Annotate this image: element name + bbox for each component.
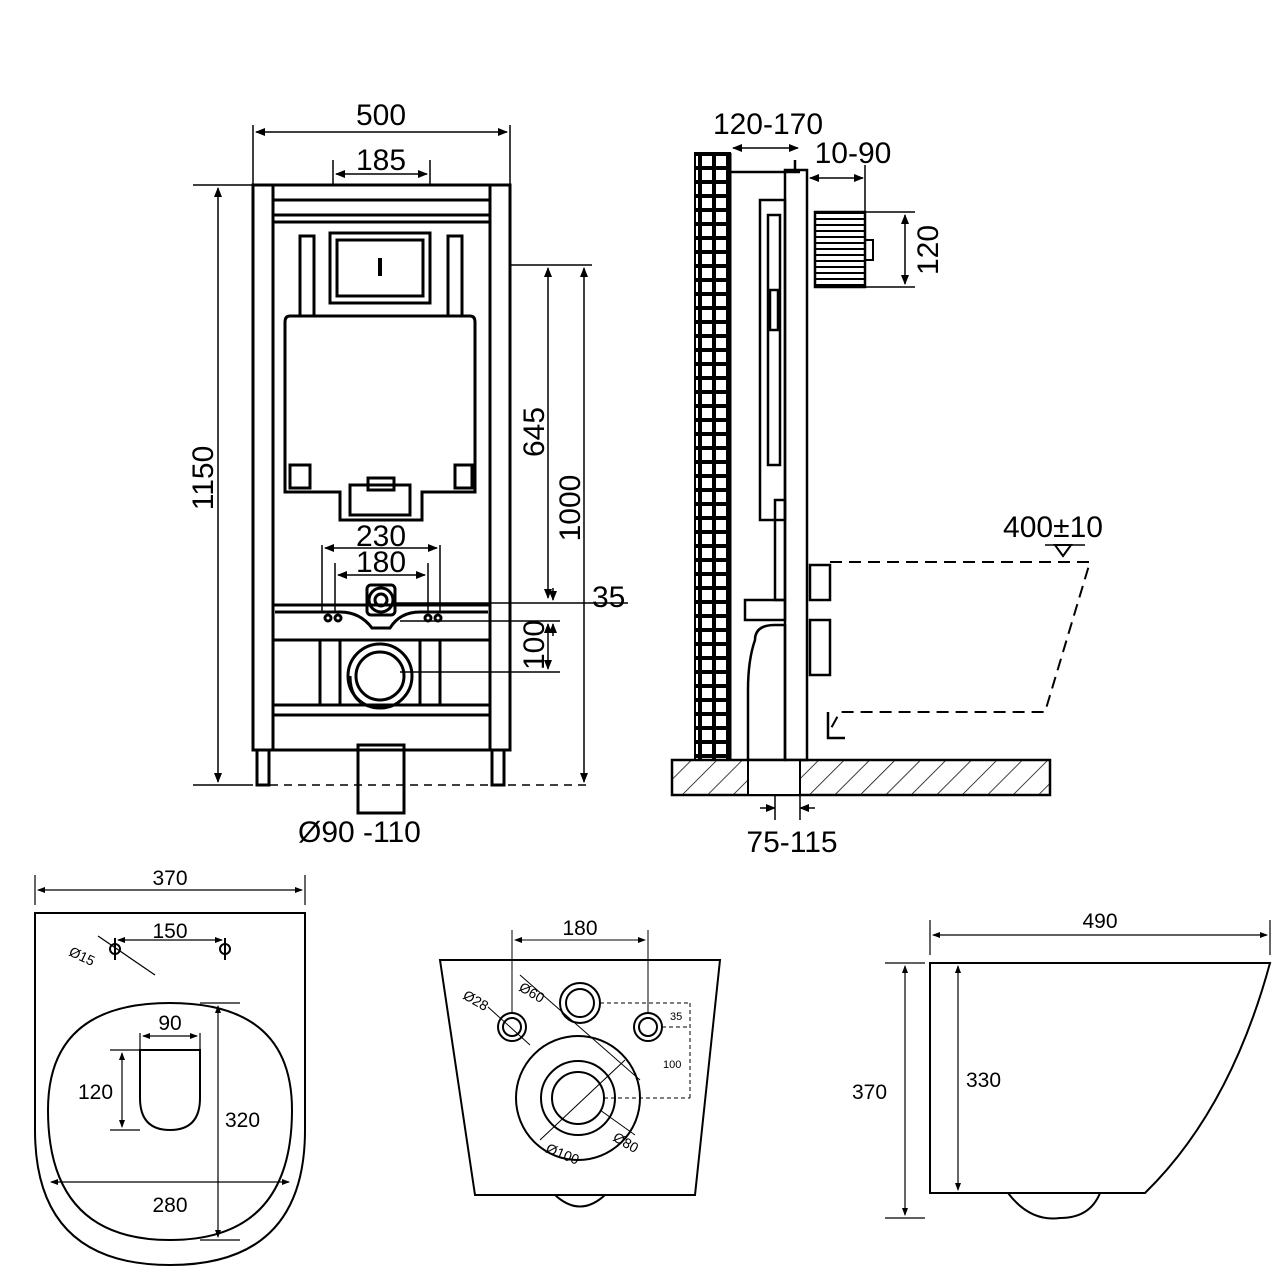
d28-label: Ø28 (461, 987, 492, 1014)
side-frame (730, 160, 809, 762)
bowl-length-label: 120 (78, 1081, 113, 1104)
button-width-label: 185 (356, 144, 406, 177)
d35-label: 35 (670, 1011, 682, 1023)
d80-label: Ø80 (611, 1129, 642, 1156)
top-outline (34, 912, 306, 1267)
bowl-rim (46, 1001, 294, 1242)
width-label: 500 (356, 99, 406, 132)
profile-height-label: 370 (852, 1081, 887, 1104)
back-view: 180 Ø28 Ø60 35 100 Ø80 Ø100 (438, 917, 722, 1208)
floor-gap-label: 75-115 (746, 826, 837, 859)
outlet-panel (275, 583, 488, 710)
profile-length-label: 490 (1082, 910, 1117, 933)
top-view: 370 150 Ø15 90 120 320 280 (34, 867, 306, 1267)
wall-tiles (694, 152, 731, 761)
hole-diameter-label: Ø15 (67, 943, 98, 969)
d100-label: 100 (663, 1059, 681, 1071)
outlet-spacing-outer-label: 230 (356, 520, 406, 553)
profile-view: 490 370 330 (852, 910, 1272, 1220)
total-height-label: 1150 (187, 446, 220, 511)
d100b-label: Ø100 (544, 1140, 582, 1168)
side-dimensions (732, 144, 1085, 820)
front-view: 500 185 1150 645 1000 230 180 35 100 Ø90… (187, 99, 628, 849)
inner-width-label: 280 (152, 1194, 187, 1217)
bowl-outline (808, 561, 1092, 740)
bowl-opening (139, 1049, 201, 1132)
drain-diameter-label: Ø90 -110 (298, 816, 421, 849)
button-height-label: 120 (912, 225, 945, 275)
side-view: 120-170 10-90 120 400±10 75-115 (670, 108, 1103, 859)
top-height-label: 1000 (554, 475, 587, 542)
profile-outline (929, 962, 1272, 1194)
d60-label: Ø60 (517, 979, 548, 1006)
top-width-label: 370 (152, 867, 187, 890)
profile-inner-height-label: 330 (966, 1069, 1001, 1092)
outlet-spacing-inner-label: 180 (356, 546, 406, 579)
bowl-width-label: 90 (158, 1012, 181, 1035)
front-dimensions (193, 125, 628, 786)
panel-offset-label: 10-90 (815, 137, 892, 170)
back-outline (438, 959, 722, 1196)
inlet-height-label: 645 (518, 407, 551, 457)
offset-100-label: 100 (518, 620, 551, 670)
cistern (283, 231, 477, 522)
inner-length-label: 320 (225, 1109, 260, 1132)
offset-35-label: 35 (592, 581, 625, 614)
wall-depth-label: 120-170 (713, 108, 823, 141)
seat-height-label: 400±10 (1003, 511, 1103, 544)
flush-button-grille (813, 210, 867, 289)
floor-slab (670, 758, 1052, 797)
back-spacing-label: 180 (562, 917, 597, 940)
hole-spacing-label: 150 (152, 920, 187, 943)
